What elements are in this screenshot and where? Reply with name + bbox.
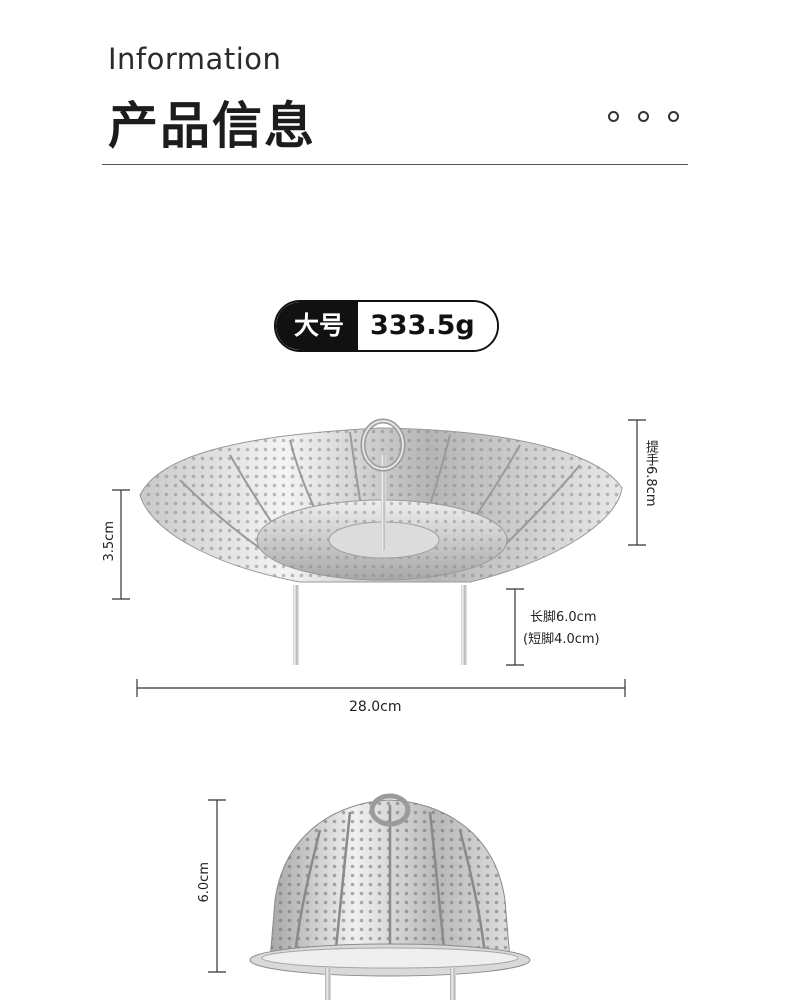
folded-basket-image <box>249 793 531 1000</box>
size-weight-badge: 大号 333.5g <box>274 300 499 352</box>
title-english: Information <box>108 42 282 76</box>
handle-dimension-label: 提手6.8cm <box>643 440 658 507</box>
width-dimension-label: 28.0cm <box>349 699 402 715</box>
weight-label: 333.5g <box>358 302 497 350</box>
dot-icon <box>668 111 679 122</box>
size-label: 大号 <box>276 302 359 350</box>
leg-long-label: 长脚6.0cm <box>530 610 597 625</box>
dot-icon <box>638 111 649 122</box>
decorative-dots <box>608 111 679 122</box>
header-divider <box>102 164 688 165</box>
title-chinese: 产品信息 <box>108 97 316 155</box>
leg-short-label: (短脚4.0cm) <box>523 632 600 647</box>
height-dimension-label: 3.5cm <box>102 521 117 562</box>
steamer-basket-image <box>139 418 623 665</box>
dot-icon <box>608 111 619 122</box>
folded-height-label: 6.0cm <box>197 862 212 903</box>
